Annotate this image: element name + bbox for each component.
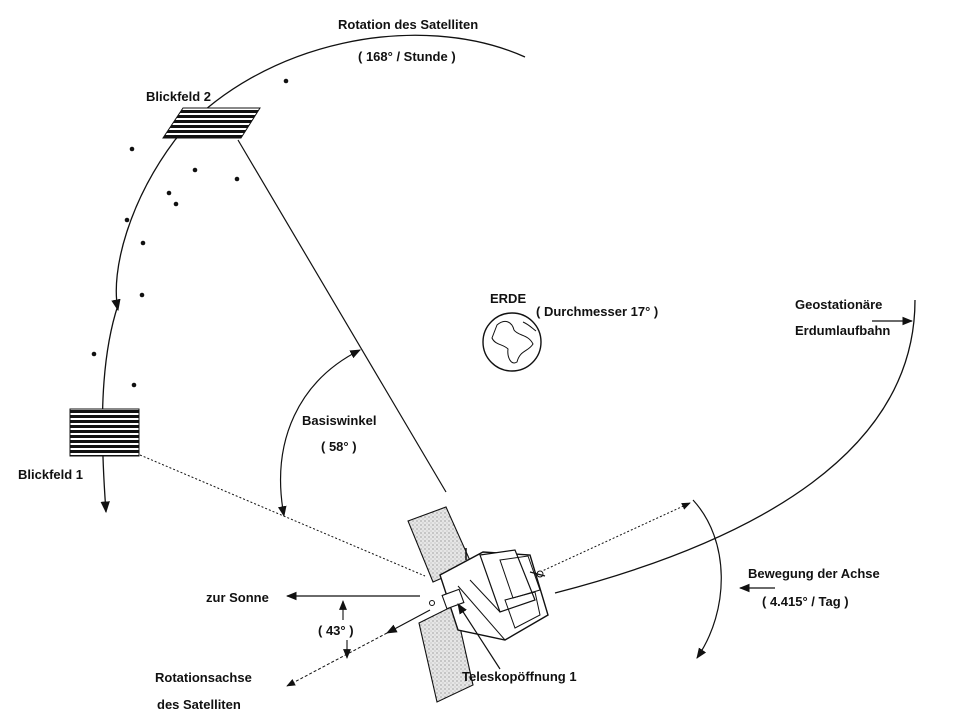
telescope-pointer: [457, 603, 501, 670]
earth-diameter-label: ( Durchmesser 17° ): [536, 304, 658, 319]
star-field: [91, 78, 289, 388]
satellite-rotation-arc-lower: [100, 304, 119, 514]
field-of-view-2: [162, 107, 261, 139]
earth-globe: [482, 312, 542, 372]
satellite-rotation-arc: [111, 34, 526, 312]
axis-motion-label: Bewegung der Achse: [748, 566, 880, 581]
earth-label: ERDE: [490, 291, 526, 306]
field-of-view-1: [69, 408, 140, 457]
field1-label: Blickfeld 1: [18, 467, 83, 482]
geostationary-label-line2: Erdumlaufbahn: [795, 323, 890, 338]
base-angle-arc: [277, 349, 361, 518]
sun-label: zur Sonne: [206, 590, 269, 605]
base-angle-label: Basiswinkel: [302, 413, 376, 428]
sight-line-field2: [237, 139, 447, 493]
sight-line-field1: [139, 454, 426, 577]
axis-dotted-line: [539, 502, 691, 573]
rotation-rate-label: ( 168° / Stunde ): [358, 49, 456, 64]
satellite: [407, 506, 549, 703]
telescope-label: Teleskopöffnung 1: [462, 669, 577, 684]
rotation-title-label: Rotation des Satelliten: [338, 17, 478, 32]
base-angle-value: ( 58° ): [321, 439, 357, 454]
geostationary-orbit-arc: [554, 299, 916, 594]
rotation-axis-arrow-2: [286, 632, 388, 687]
rotation-axis-label-line1: Rotationsachse: [155, 670, 252, 685]
axis-rate-label: ( 4.415° / Tag ): [762, 594, 849, 609]
rotation-axis-label-line2: des Satelliten: [157, 697, 241, 712]
sun-angle-value: ( 43° ): [318, 623, 354, 638]
rotation-axis-arrow-1: [386, 609, 431, 634]
geostationary-label-line1: Geostationäre: [795, 297, 882, 312]
axis-motion-arc: [692, 499, 722, 659]
field2-label: Blickfeld 2: [146, 89, 211, 104]
